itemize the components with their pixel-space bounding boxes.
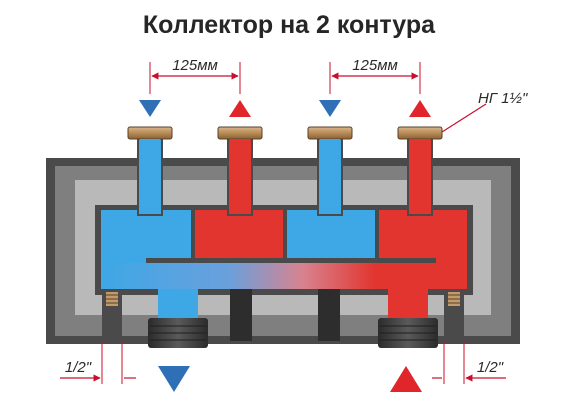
side-inlets xyxy=(106,292,460,306)
hot-section-2 xyxy=(379,210,467,258)
arrow-down-icon xyxy=(319,100,341,117)
diagram-title: Коллектор на 2 контура xyxy=(143,11,436,39)
supply-outlet-cold xyxy=(158,289,198,319)
dimension-inlet-left: 1/2" xyxy=(60,342,136,384)
dimension-spacing-left: 125мм xyxy=(149,57,241,94)
spacing-right-label: 125мм xyxy=(352,57,398,74)
top-flow-arrows xyxy=(139,100,431,117)
vertical-pipes xyxy=(137,134,433,216)
thread-callout-label: НГ 1½" xyxy=(478,90,528,107)
cold-section-2 xyxy=(287,210,375,258)
thread-callout: НГ 1½" xyxy=(441,90,528,133)
collector-chamber xyxy=(95,205,473,341)
spacing-left-label: 125мм xyxy=(172,57,218,74)
arrow-down-icon xyxy=(158,366,190,392)
dimension-spacing-right: 125мм xyxy=(329,57,421,94)
hot-section-1 xyxy=(195,210,283,258)
dimension-inlet-right: 1/2" xyxy=(432,342,506,384)
bottom-flow-arrows xyxy=(158,366,422,392)
inlet-left-label: 1/2" xyxy=(65,359,92,376)
arrow-down-icon xyxy=(139,100,161,117)
cold-section-1 xyxy=(101,210,191,258)
arrow-up-icon xyxy=(390,366,422,392)
supply-outlet-hot xyxy=(388,289,428,319)
bottom-nuts xyxy=(148,318,438,348)
arrow-up-icon xyxy=(409,100,431,117)
mixing-channel xyxy=(101,263,467,289)
brass-fittings xyxy=(127,126,443,145)
arrow-up-icon xyxy=(229,100,251,117)
inlet-right-label: 1/2" xyxy=(477,359,504,376)
